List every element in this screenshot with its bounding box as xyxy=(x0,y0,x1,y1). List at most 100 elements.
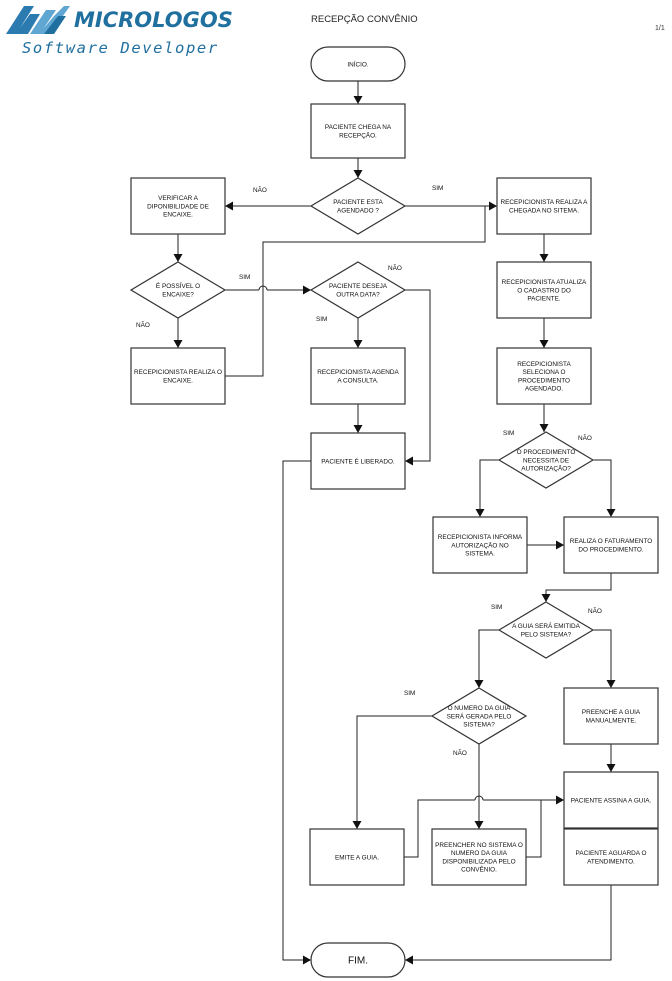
arrowhead-icon xyxy=(539,424,549,432)
edge-preencher-assina xyxy=(526,800,542,858)
arrowhead-icon xyxy=(541,594,551,602)
edge-encaixe-chegada xyxy=(225,206,486,377)
node-label: CHEGADA NO SITEMA. xyxy=(509,207,579,214)
process-box xyxy=(563,687,659,745)
decision-diamond xyxy=(430,687,528,745)
arrowhead-icon xyxy=(606,509,616,517)
edge-label-autorizacao-nao: NÃO xyxy=(578,433,592,442)
node-label: PACIENTE É LIBERADO. xyxy=(321,456,395,465)
node-label: RECEPICIONISTA INFORMA xyxy=(438,534,523,541)
arrowhead-icon xyxy=(173,254,183,262)
decision-diamond xyxy=(497,601,595,659)
edge-label-outra-data-nao: NÃO xyxy=(388,263,402,272)
logo-tagline: Software Developer xyxy=(22,39,219,57)
node-label: FIM. xyxy=(348,956,368,967)
process-box xyxy=(563,828,659,886)
node-label: PREENCHE A GUIA xyxy=(582,709,641,716)
edge-guia-manual xyxy=(593,629,612,688)
process-box xyxy=(431,828,527,886)
edge-autorizacao-informa xyxy=(479,459,499,517)
node-label: AUTORIZAÇÃO? xyxy=(521,464,571,473)
arrowhead-icon xyxy=(539,340,549,348)
arrowhead-icon xyxy=(173,340,183,348)
decision-diamond xyxy=(129,261,227,319)
node-label: VERIFICAR A xyxy=(158,195,199,202)
edge-emite-assina-a xyxy=(404,799,475,858)
edge-label-numero-guia-sim: SIM xyxy=(404,690,415,697)
node-label: PACIENTE ASSINA A GUIA. xyxy=(571,797,652,804)
process-box xyxy=(309,828,405,886)
arrowhead-icon xyxy=(303,285,311,295)
node-label: ATENDIMENTO. xyxy=(587,858,635,865)
arrowhead-icon xyxy=(556,795,564,805)
node-label: AUTORIZAÇÃO NO xyxy=(451,540,508,549)
edge-faturamento-guia xyxy=(545,573,612,602)
node-label: RECEPICIONISTA REALIZA A xyxy=(501,199,589,206)
node-label: DIPONIBILIDADE DE xyxy=(147,203,209,210)
flow-node-inicio: INÍCIO. xyxy=(310,46,406,82)
node-label: PACIENTE DESEJA xyxy=(329,283,388,290)
node-label: AGENDADO. xyxy=(525,386,564,393)
edge-label-encaixe-sim: SIM xyxy=(239,274,250,281)
terminal-shape xyxy=(310,942,406,978)
logo-name: MICROLOGOS xyxy=(74,8,233,32)
node-label: SELECIONA O xyxy=(523,369,566,376)
edge-guia-numero xyxy=(478,629,499,688)
process-box xyxy=(310,347,406,405)
node-label: RECEPICIONISTA ATUALIZA xyxy=(502,279,587,286)
edge-autorizacao-faturamento xyxy=(593,459,612,517)
arrowhead-icon xyxy=(489,201,497,211)
edge-label-guia-sistema-nao: NÃO xyxy=(588,606,602,615)
edge-outradata-liberado xyxy=(405,289,431,462)
node-label: PACIENTE CHEGA NA xyxy=(325,124,392,131)
flow-nodes: INÍCIO.PACIENTE CHEGA NARECEPÇÃO.PACIENT… xyxy=(129,46,659,978)
process-box xyxy=(432,516,528,574)
arrowhead-icon xyxy=(474,680,484,688)
edge-label-agendado-sim: SIM xyxy=(432,185,443,192)
node-label: NUMERO DA GUIA xyxy=(451,850,508,857)
process-box xyxy=(496,177,592,235)
arrowhead-icon xyxy=(539,254,549,262)
micrologos-logo: MICROLOGOS Software Developer xyxy=(6,6,233,57)
arrowhead-icon xyxy=(352,821,362,829)
node-label: RECEPÇÃO. xyxy=(339,130,377,139)
edge-label-guia-sistema-sim: SIM xyxy=(491,604,502,611)
node-label: ENCAIXE. xyxy=(163,212,193,219)
node-label: OUTRA DATA? xyxy=(336,291,380,298)
process-box xyxy=(130,347,226,405)
edge-label-encaixe-nao: NÃO xyxy=(136,320,150,329)
process-box xyxy=(310,432,406,490)
arrowhead-icon xyxy=(353,340,363,348)
node-label: EMITE A GUIA. xyxy=(335,854,379,861)
process-box xyxy=(496,347,592,405)
node-label: PACIENTE AGUARDA O xyxy=(576,850,647,857)
node-label: PACIENTE. xyxy=(527,296,560,303)
arrowhead-icon xyxy=(606,764,616,772)
flow-node-assina: PACIENTE ASSINA A GUIA. xyxy=(563,771,659,829)
arrowhead-icon xyxy=(475,509,485,517)
node-label: A CONSULTA. xyxy=(337,377,379,384)
page-title: RECEPÇÃO CONVÊNIO xyxy=(311,14,418,25)
node-label: INÍCIO. xyxy=(347,59,369,68)
node-label: PACIENTE ESTA xyxy=(333,199,383,206)
arrowhead-icon xyxy=(405,456,413,466)
flow-connectors xyxy=(173,81,616,965)
arrowhead-icon xyxy=(353,96,363,104)
node-label: RECEPICIONISTA xyxy=(517,361,571,368)
arrowhead-icon xyxy=(225,201,233,211)
